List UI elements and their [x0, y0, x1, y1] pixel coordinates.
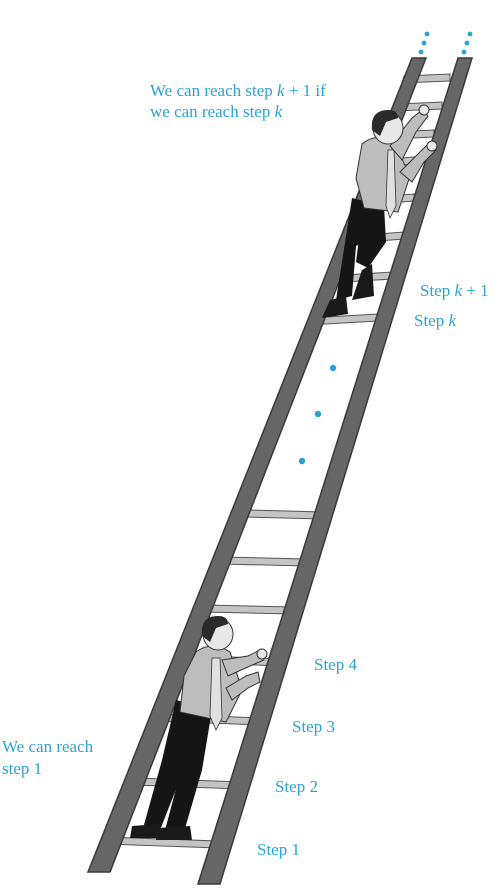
top-continuation-dots	[418, 31, 473, 55]
top-caption-line-2: we can reach step k	[150, 102, 283, 121]
upper-climber-figure	[322, 104, 438, 318]
top-caption-line-1: We can reach step k + 1 if	[150, 81, 326, 100]
bottom-caption-line-1: We can reach	[2, 737, 94, 756]
step-1-label: Step 1	[257, 840, 300, 859]
ladder-left-rail	[86, 57, 428, 873]
rung-6	[219, 556, 307, 567]
step-k-plus-1-label: Step k + 1	[420, 281, 489, 300]
step-k-label: Step k	[414, 311, 457, 330]
ladder-right-rail	[196, 57, 474, 885]
middle-ellipsis-dots	[298, 364, 337, 465]
rung-5	[202, 604, 293, 615]
rung-7	[245, 509, 323, 520]
bottom-caption-line-2: step 1	[2, 759, 43, 778]
step-2-label: Step 2	[275, 777, 318, 796]
lower-climber-figure	[130, 616, 268, 840]
step-4-label: Step 4	[314, 655, 357, 674]
step-3-label: Step 3	[292, 717, 335, 736]
